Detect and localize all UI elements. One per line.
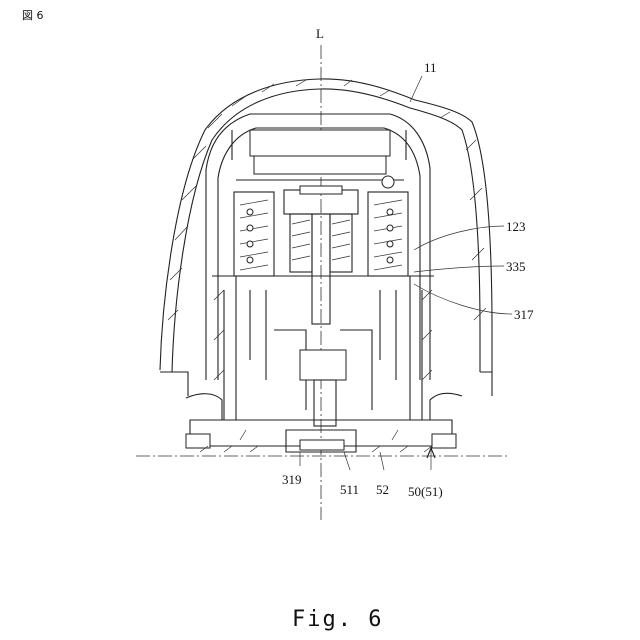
ref-label-511: 511	[340, 482, 359, 497]
ref-label-52: 52	[376, 482, 389, 497]
figure-caption: Fig. 6	[292, 607, 383, 632]
ref-label-319: 319	[282, 472, 302, 487]
leader-511	[344, 452, 350, 470]
main-body	[212, 276, 434, 440]
leader-52	[380, 452, 384, 470]
ref-label-50: 50(51)	[408, 484, 443, 499]
ref-label-123: 123	[506, 219, 526, 234]
leader-317	[414, 284, 512, 314]
ref-label-335: 335	[506, 259, 526, 274]
ref-label-11: 11	[424, 60, 437, 75]
right-spring-assembly	[368, 176, 408, 276]
ref-label-317: 317	[514, 307, 534, 322]
leader-11	[410, 76, 422, 102]
figure-header-label: 図 6	[22, 9, 44, 22]
left-spring-assembly	[234, 192, 274, 276]
leader-335	[414, 266, 504, 272]
axis-label: L	[316, 26, 324, 41]
